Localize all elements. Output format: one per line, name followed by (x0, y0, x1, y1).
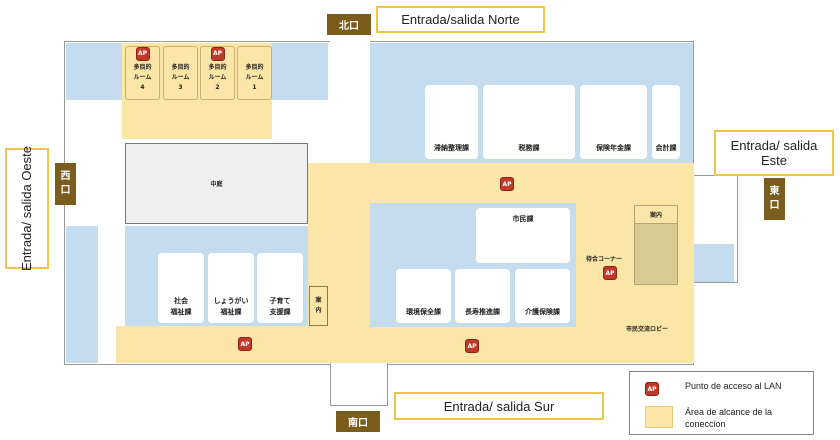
courtyard: 中庭 (125, 143, 308, 224)
legend-area-label: Área de alcance de la coneccion (685, 407, 773, 429)
entrance-east[interactable]: Entrada/ salida Este (714, 130, 834, 176)
room-hoken-nenkin[interactable]: 保険年金課 (580, 85, 647, 159)
lobby-label: 市民交流ロビー (626, 326, 669, 333)
access-point-icon: AP (645, 382, 659, 396)
entrance-west-label: Entrada/ salida Oeste (19, 145, 35, 272)
room-kaikei[interactable]: 会計課 (652, 85, 680, 159)
access-point-icon: AP (135, 47, 150, 61)
waiting-corner-label: 待合コーナー (586, 256, 623, 263)
west-gate-label: 西 口 (55, 163, 76, 205)
room-kosodate-shien[interactable]: 子育て 支援課 (257, 253, 303, 323)
south-gate-label: 南口 (336, 411, 380, 432)
room-choju-suishin[interactable]: 長寿推進課 (455, 269, 510, 323)
info-desk-right-header: 案内 (635, 206, 677, 224)
meeting-room-1-label: 多目的 ルーム 1 (245, 64, 264, 91)
room-kankyou-hozen[interactable]: 環境保全課 (396, 269, 451, 323)
coverage-south-corridor (116, 326, 694, 363)
room-shimin-label: 市民課 (512, 215, 534, 223)
access-point-icon: AP (603, 266, 617, 280)
legend-ap-label: Punto de acceso al LAN (685, 381, 782, 391)
coverage-area-swatch (645, 406, 673, 428)
office-zone-west-corridor (66, 226, 98, 363)
access-point-icon: AP (465, 339, 479, 353)
east-gate-label: 東 口 (764, 178, 785, 220)
north-gate-label: 北口 (327, 14, 371, 35)
meeting-room-2[interactable]: AP 多目的 ルーム 2 (200, 46, 235, 100)
meeting-room-2-label: 多目的 ルーム 2 (208, 64, 227, 91)
room-shakai-fukushi[interactable]: 社会 福祉課 (158, 253, 204, 323)
access-point-icon: AP (500, 177, 514, 191)
room-kaigo-hoken[interactable]: 介護保険課 (515, 269, 570, 323)
entrance-north[interactable]: Entrada/salida Norte (376, 6, 545, 33)
meeting-room-1[interactable]: 多目的 ルーム 1 (237, 46, 272, 100)
room-shimin[interactable]: 市民課 (476, 208, 570, 263)
access-point-icon: AP (238, 337, 252, 351)
info-desk-left-label: 案 内 (315, 297, 322, 314)
room-shougai-fukushi[interactable]: しょうがい 福祉課 (208, 253, 254, 323)
entrance-west[interactable]: Entrada/ salida Oeste (5, 145, 49, 272)
meeting-room-4[interactable]: AP 多目的 ルーム 4 (125, 46, 160, 100)
courtyard-label: 中庭 (210, 181, 223, 188)
meeting-room-3[interactable]: 多目的 ルーム 3 (163, 46, 198, 100)
room-tainou-seiri[interactable]: 滞納整理課 (425, 85, 478, 159)
room-zeimu[interactable]: 税務課 (483, 85, 575, 159)
info-desk-right[interactable]: 案内 (634, 205, 678, 285)
meeting-room-3-label: 多目的 ルーム 3 (171, 64, 190, 91)
entrance-south[interactable]: Entrada/ salida Sur (394, 392, 604, 420)
info-desk-right-label: 案内 (649, 212, 662, 219)
south-entrance-block (330, 360, 388, 406)
north-entrance-gap (330, 38, 370, 44)
office-zone-east (694, 244, 734, 282)
access-point-icon: AP (210, 47, 225, 61)
legend: AP Punto de acceso al LAN Área de alcanc… (629, 371, 814, 435)
meeting-room-4-label: 多目的 ルーム 4 (133, 64, 152, 91)
info-desk-left[interactable]: 案 内 (309, 286, 328, 326)
